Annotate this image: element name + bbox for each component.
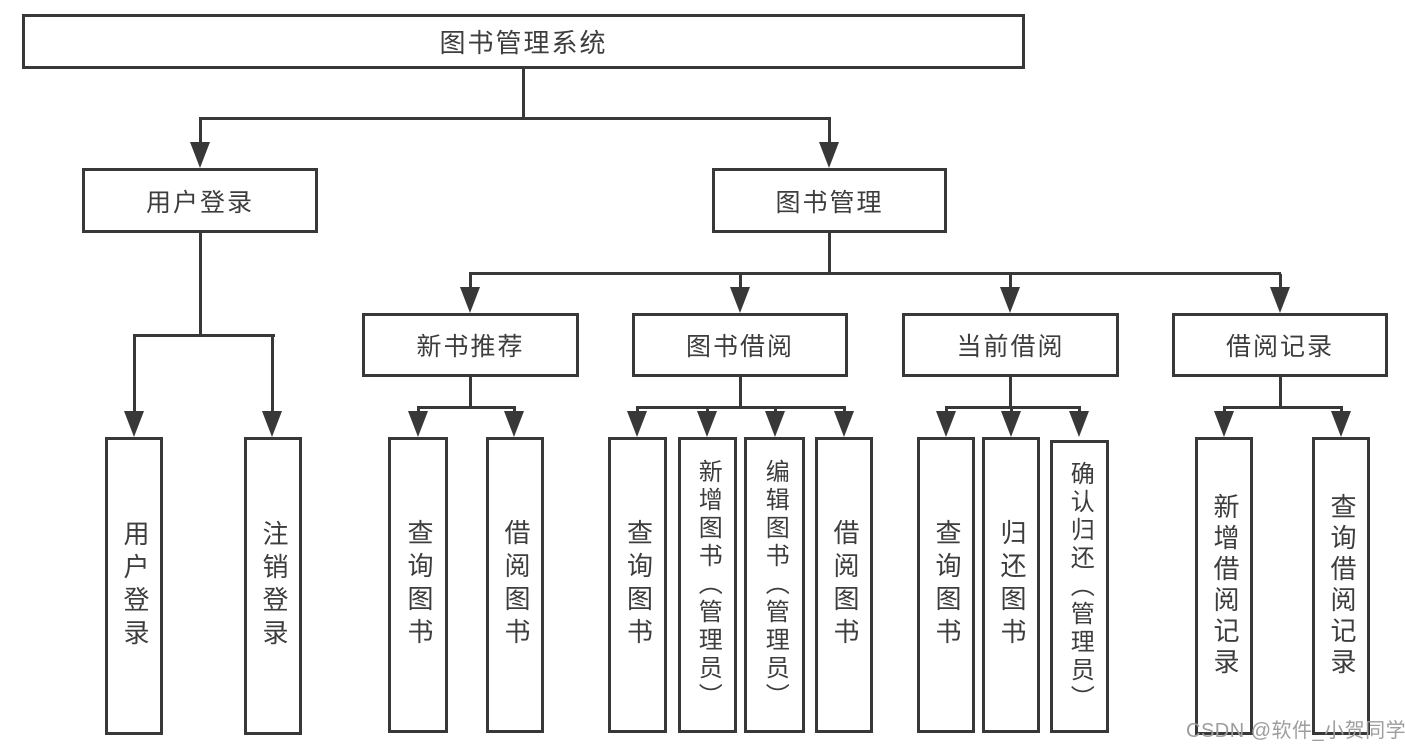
arrow-head-icon <box>1270 287 1290 313</box>
leaf-query-books-borrow: 查询图书 <box>608 437 667 733</box>
arrow-head-icon <box>1000 287 1020 313</box>
connector-line <box>1279 274 1282 290</box>
connector-line <box>133 334 275 337</box>
connector-line <box>417 406 516 409</box>
arrow-head-icon <box>1331 411 1351 437</box>
leaf-label: 新增借阅记录 <box>1209 493 1240 679</box>
leaf-label: 借阅图书 <box>500 519 531 651</box>
leaf-query-books-current: 查询图书 <box>917 437 975 733</box>
leaf-borrow-books-recommend: 借阅图书 <box>486 437 544 733</box>
connector-line <box>199 117 831 120</box>
arrow-head-icon <box>262 411 282 437</box>
connector-line <box>469 272 1281 275</box>
arrow-head-icon <box>190 142 210 168</box>
connector-line <box>828 118 831 146</box>
leaf-add-books-admin: 新增图书（管理员） <box>678 437 737 733</box>
leaf-return-books: 归还图书 <box>982 437 1040 733</box>
connector-line <box>636 406 846 409</box>
connector-line <box>1279 377 1282 408</box>
arrow-head-icon <box>730 287 750 313</box>
leaf-label: 新增图书（管理员） <box>694 459 722 711</box>
arrow-head-icon <box>627 411 647 437</box>
node-book-borrow: 图书借阅 <box>632 313 848 377</box>
leaf-user-login: 用户登录 <box>105 437 163 735</box>
connector-line <box>1009 274 1012 290</box>
arrow-head-icon <box>1069 411 1089 437</box>
connector-line <box>469 377 472 408</box>
arrow-head-icon <box>765 411 785 437</box>
leaf-edit-books-admin: 编辑图书（管理员） <box>744 437 805 733</box>
node-root: 图书管理系统 <box>22 14 1025 69</box>
leaf-query-borrow-record: 查询借阅记录 <box>1312 437 1370 735</box>
leaf-label: 归还图书 <box>996 519 1027 651</box>
connector-line <box>522 69 525 119</box>
leaf-label: 确认归还（管理员） <box>1066 460 1094 713</box>
connector-line <box>199 118 202 146</box>
arrow-head-icon <box>1214 411 1234 437</box>
connector-line <box>133 336 136 414</box>
leaf-add-borrow-record: 新增借阅记录 <box>1195 437 1253 735</box>
arrow-head-icon <box>819 142 839 168</box>
leaf-label: 借阅图书 <box>829 519 860 651</box>
leaf-label: 编辑图书（管理员） <box>761 459 789 711</box>
connector-line <box>469 274 472 290</box>
leaf-label: 查询图书 <box>623 519 654 651</box>
leaf-label: 查询图书 <box>403 519 434 651</box>
leaf-logout: 注销登录 <box>244 437 302 735</box>
connector-line <box>739 377 742 408</box>
node-new-book-recommend: 新书推荐 <box>362 313 579 377</box>
connector-line <box>828 233 831 275</box>
leaf-label: 查询图书 <box>931 519 962 651</box>
csdn-watermark: CSDN @软件_小贺同学 <box>1186 720 1405 742</box>
arrow-head-icon <box>936 411 956 437</box>
connector-line <box>271 336 274 414</box>
arrow-head-icon <box>1001 411 1021 437</box>
leaf-confirm-return-admin: 确认归还（管理员） <box>1050 440 1109 733</box>
connector-line <box>1009 377 1012 408</box>
leaf-label: 注销登录 <box>258 520 289 652</box>
arrow-head-icon <box>408 411 428 437</box>
leaf-query-books-recommend: 查询图书 <box>388 437 448 733</box>
leaf-borrow-books: 借阅图书 <box>815 437 873 733</box>
connector-line <box>945 406 1081 409</box>
connector-line <box>739 274 742 290</box>
arrow-head-icon <box>124 411 144 437</box>
arrow-head-icon <box>697 411 717 437</box>
node-borrow-records: 借阅记录 <box>1172 313 1388 377</box>
arrow-head-icon <box>460 287 480 313</box>
leaf-label: 查询借阅记录 <box>1326 493 1357 679</box>
node-current-borrow: 当前借阅 <box>902 313 1119 377</box>
node-user-login: 用户登录 <box>82 168 318 233</box>
leaf-label: 用户登录 <box>119 520 150 652</box>
connector-line <box>1223 406 1342 409</box>
arrow-head-icon <box>834 411 854 437</box>
arrow-head-icon <box>504 411 524 437</box>
connector-line <box>199 233 202 337</box>
node-book-management: 图书管理 <box>712 168 947 233</box>
